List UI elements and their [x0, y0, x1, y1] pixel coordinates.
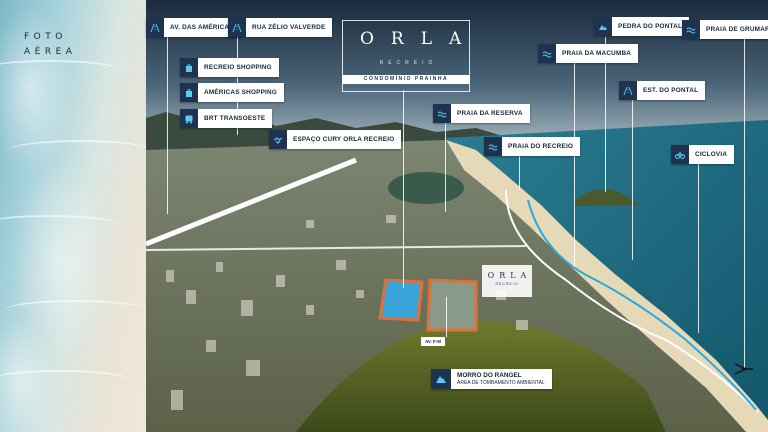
- label-espaco-cury[interactable]: ESPAÇO CURY ORLA RECREIO: [269, 130, 402, 149]
- lot-adjacent: [426, 278, 478, 332]
- cycle-path: [527, 199, 757, 411]
- orla-logo: ORLA RECREIO: [342, 20, 470, 92]
- leader-line: [519, 155, 520, 190]
- waves-icon: [594, 17, 612, 36]
- lot-street-label: AV. F-M: [421, 337, 446, 346]
- wave-foam: [5, 300, 145, 320]
- wave-foam: [0, 370, 130, 390]
- label-recreio-shopping[interactable]: RECREIO SHOPPING: [180, 58, 279, 77]
- waves-icon: [538, 44, 556, 63]
- road-icon: [146, 18, 164, 37]
- wave-foam: [10, 140, 146, 160]
- waves-icon: [682, 20, 700, 39]
- logo-sub: RECREIO: [379, 60, 438, 66]
- handshake-icon: [269, 130, 287, 149]
- panel-title: FOTO AÉREA: [24, 32, 77, 57]
- label-pedra-pontal[interactable]: PEDRA DO PONTAL: [594, 17, 690, 36]
- waves-icon: [484, 137, 502, 156]
- label-est-pontal[interactable]: EST. DO PONTAL: [619, 81, 706, 100]
- leader-line: [632, 100, 633, 260]
- shopping-bag-icon: [180, 83, 198, 102]
- wave-foam: [0, 60, 120, 80]
- label-americas-shopping[interactable]: AMÉRICAS SHOPPING: [180, 83, 284, 102]
- lot-highlight: [378, 278, 424, 322]
- beach-texture-panel: FOTO AÉREA: [0, 0, 146, 432]
- waves-icon: [433, 104, 451, 123]
- pedra-do-pontal-rock: [574, 188, 638, 206]
- label-rua-zelio[interactable]: RUA ZÉLIO VALVERDE: [228, 18, 333, 37]
- morro-subtitle: ÁREA DE TOMBAMENTO AMBIENTAL: [457, 380, 545, 386]
- label-praia-reserva[interactable]: PRAIA DA RESERVA: [433, 104, 530, 123]
- morro-title: MORRO DO RANGEL: [457, 372, 522, 379]
- bicycle-icon: [671, 145, 689, 164]
- mountain-icon: [431, 369, 451, 389]
- buildings: [166, 215, 528, 410]
- logo-word: ORLA: [360, 29, 479, 49]
- leader-line: [446, 297, 447, 337]
- leader-line: [698, 163, 699, 333]
- arrow-icon: [734, 363, 753, 375]
- leader-line: [403, 90, 404, 288]
- label-brt[interactable]: BRT TRANSOESTE: [180, 109, 273, 128]
- shopping-bag-icon: [180, 58, 198, 77]
- orla-mini-logo: ORLA RECREIO: [482, 265, 532, 297]
- road-icon: [619, 81, 637, 100]
- leader-line: [445, 122, 446, 212]
- label-praia-grumari[interactable]: PRAIA DE GRUMARI: [682, 20, 768, 39]
- label-av-americas[interactable]: AV. DAS AMÉRICAS: [146, 18, 241, 37]
- lagoon: [388, 172, 464, 204]
- leader-line: [744, 38, 745, 368]
- label-morro-rangel[interactable]: MORRO DO RANGEL ÁREA DE TOMBAMENTO AMBIE…: [431, 369, 552, 389]
- wave-foam: [0, 215, 120, 235]
- leader-line: [605, 37, 606, 192]
- coast-road: [505, 189, 759, 413]
- logo-band: CONDOMÍNIO PRAINHA: [342, 75, 470, 84]
- avenue-road: [146, 157, 357, 247]
- road-icon: [228, 18, 246, 37]
- label-praia-macumba[interactable]: PRAIA DA MACUMBA: [538, 44, 639, 63]
- leader-line: [167, 37, 168, 214]
- cross-road: [146, 245, 527, 251]
- bus-icon: [180, 109, 198, 128]
- label-praia-recreio[interactable]: PRAIA DO RECREIO: [484, 137, 581, 156]
- label-ciclovia[interactable]: CICLOVIA: [671, 145, 735, 164]
- leader-line: [574, 62, 575, 267]
